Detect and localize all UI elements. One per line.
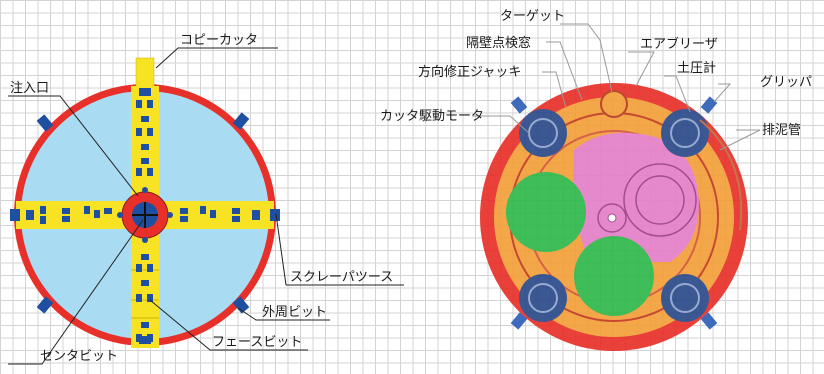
label-scraper-tooth: スクレーパツース [290, 270, 393, 285]
mud-discharge-pipe [699, 119, 743, 231]
label-copy-cutter: コピーカッタ [180, 33, 258, 48]
label-peripheral-bit: 外周ビット [262, 305, 327, 320]
label-face-bit: フェースビット [212, 335, 302, 350]
cutter-drive-motor-left [506, 172, 586, 252]
steering-jacks [519, 109, 709, 322]
cutter-drive-motor-bottom [574, 236, 654, 316]
label-earth-pressure-gauge: 土圧計 [677, 60, 716, 76]
label-cutter-drive-motor: カッタ駆動モータ [380, 109, 484, 124]
target-window [600, 90, 628, 118]
injection-port [142, 187, 148, 193]
label-center-bit: センタビット [40, 349, 118, 364]
pipe-opening [623, 163, 697, 237]
label-target: ターゲット [500, 9, 565, 24]
label-injection-port: 注入口 [10, 81, 49, 96]
label-air-breather: エアブリーザ [640, 36, 718, 52]
scraper-teeth [10, 88, 280, 344]
grippers [510, 96, 718, 330]
label-steering-jack: 方向修正ジャッキ [418, 64, 521, 80]
label-gripper: グリッパ [760, 75, 812, 90]
label-bulkhead-inspection-window: 隔壁点検窓 [466, 35, 531, 51]
label-mud-discharge-pipe: 排泥管 [762, 123, 801, 138]
face-bits [26, 100, 260, 342]
cutter-face-diagram [8, 47, 404, 365]
bulkhead-diagram [480, 83, 748, 351]
